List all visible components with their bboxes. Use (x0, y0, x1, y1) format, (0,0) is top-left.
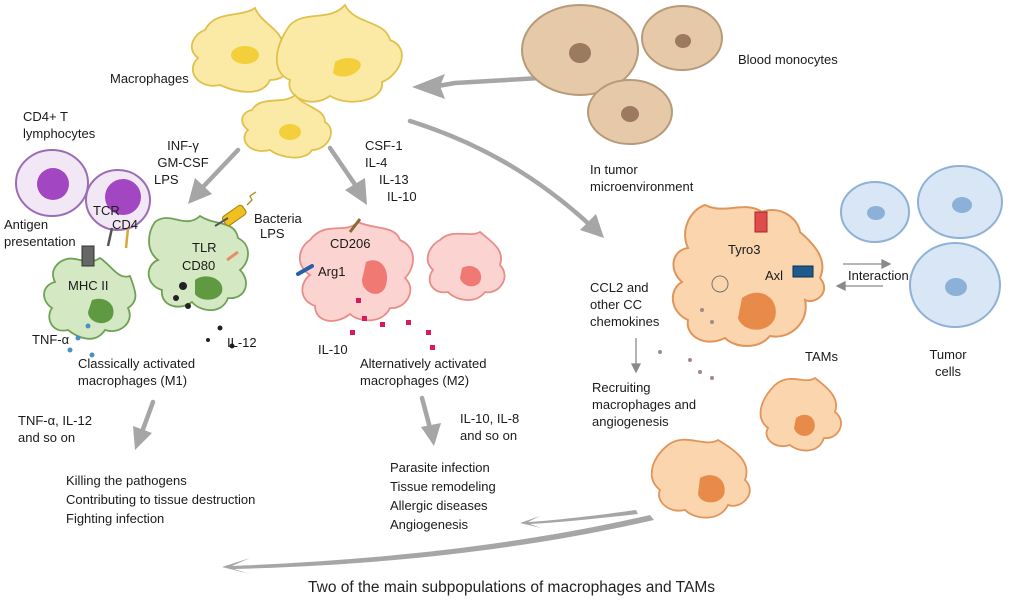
label-tams: TAMs (805, 349, 838, 364)
thin-arrows (630, 258, 892, 374)
label-macrophages: Macrophages (110, 71, 189, 86)
arrow-to-tam (407, 118, 593, 228)
arrow-to-m1-head (188, 178, 212, 204)
label-il10: IL-10 (318, 342, 348, 357)
arrow-m2-to-functions (419, 395, 433, 431)
arrow-m2-to-functions-head (421, 423, 441, 446)
arrow-to-m2-head (345, 178, 367, 205)
label-tlr: TLR (192, 240, 217, 255)
arrow-monocytes-to-macrophages (429, 75, 543, 90)
label-tcr: TCR (93, 203, 120, 218)
arrow-to-m2 (327, 145, 359, 189)
label-arg1: Arg1 (318, 264, 346, 279)
m2-macrophages (296, 218, 506, 322)
arrow-tam-to-m2-functions (520, 510, 638, 528)
label-tyro3: Tyro3 (728, 242, 761, 257)
bottom-arrows (222, 510, 654, 574)
arrow-m1-to-functions-head (133, 426, 152, 450)
cd4-t-lymphocyte (15, 149, 89, 217)
tumor-cells (840, 165, 1003, 328)
m2-cytokines (350, 298, 435, 350)
tam-large (672, 203, 826, 347)
label-interaction: Interaction (848, 268, 909, 283)
arrow-to-m1 (199, 147, 241, 191)
label-cd4: CD4 (112, 217, 139, 232)
m1-cytokines (67, 323, 95, 358)
label-il12: IL-12 (227, 335, 257, 350)
blood-monocytes (521, 4, 723, 145)
label-bacteria: Bacteria (254, 211, 302, 226)
label-axl: Axl (765, 268, 784, 283)
label-mhc-ii: MHC II (68, 278, 109, 293)
label-tnf-alpha: TNF-α (32, 332, 70, 347)
label-cd80: CD80 (182, 258, 216, 273)
arrow-m1-to-functions (139, 399, 156, 435)
arrow-to-tam-head (580, 214, 604, 238)
label-lps: LPS (260, 226, 285, 241)
m1-macrophages (43, 191, 257, 340)
tam-chemokine-dots (658, 308, 714, 380)
m1-il12-marks (206, 325, 235, 349)
label-cd206: CD206 (330, 236, 371, 251)
macrophages (190, 3, 403, 159)
arrow-monocytes-to-macrophages-head (412, 74, 445, 99)
tam-small (650, 376, 842, 519)
figure-caption: Two of the main subpopulations of macrop… (308, 579, 715, 596)
label-blood-monocytes: Blood monocytes (738, 52, 838, 67)
arrows (133, 74, 604, 450)
t-cell-antigen-presentation (85, 169, 151, 249)
